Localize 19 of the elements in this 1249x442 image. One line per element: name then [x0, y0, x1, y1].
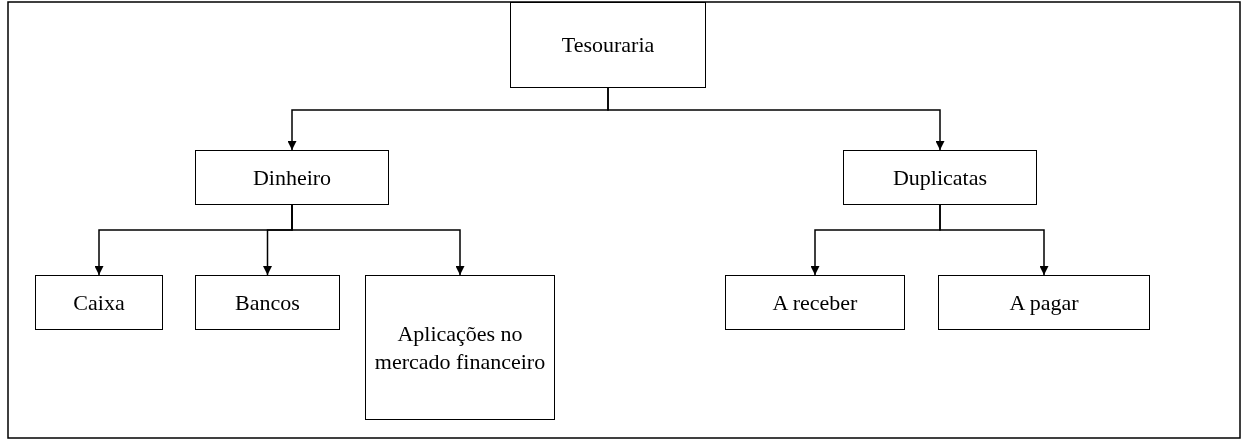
box-label: Duplicatas	[892, 163, 988, 192]
box-label: Bancos	[235, 288, 300, 317]
box-label: A pagar	[1009, 288, 1079, 317]
arrow	[607, 87, 945, 151]
box-label: Aplicações no mercado financeiro	[373, 320, 547, 375]
org-box	[195, 150, 389, 205]
org-box	[843, 150, 1037, 205]
org-box	[938, 275, 1150, 330]
org-box	[195, 275, 340, 330]
org-box	[510, 2, 706, 88]
box-label: Dinheiro	[252, 163, 332, 192]
arrow	[291, 204, 465, 276]
org-box	[35, 275, 163, 330]
org-box	[725, 275, 905, 330]
arrow	[939, 204, 1049, 276]
org-box	[365, 275, 555, 420]
box-label: A receber	[772, 288, 858, 317]
box-label: Tesouraria	[561, 31, 655, 59]
box-label: Caixa	[73, 288, 125, 317]
